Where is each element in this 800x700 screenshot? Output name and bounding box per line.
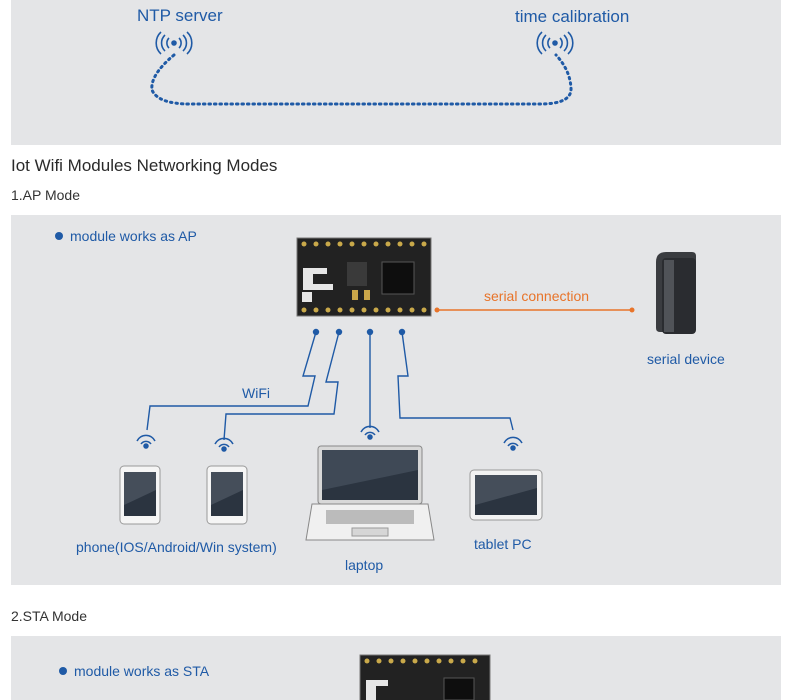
wifi-links bbox=[146, 328, 514, 441]
ntp-dotted-link bbox=[150, 53, 573, 106]
phone-icon-1 bbox=[119, 465, 161, 525]
serial-device-icon bbox=[656, 252, 696, 334]
sta-wifi-module-board bbox=[359, 654, 491, 700]
bullet-dot bbox=[59, 667, 67, 675]
serial-connection-line bbox=[434, 307, 635, 313]
laptop-wifi-icon bbox=[360, 425, 380, 440]
tablet-label: tablet PC bbox=[474, 536, 532, 552]
tablet-wifi-icon bbox=[503, 436, 523, 451]
section-heading: Iot Wifi Modules Networking Modes bbox=[11, 156, 278, 175]
ap-bullet-text: module works as AP bbox=[70, 228, 197, 244]
sta-mode-heading: 2.STA Mode bbox=[11, 608, 88, 624]
ntp-connection-drawing bbox=[150, 31, 574, 106]
laptop-label: laptop bbox=[345, 557, 384, 573]
wifi-module-board bbox=[296, 237, 432, 317]
time-calibration-label: time calibration bbox=[515, 7, 630, 26]
ntp-wifi-signal-icon bbox=[155, 31, 193, 55]
sta-bullet-text: module works as STA bbox=[74, 663, 210, 679]
phone2-wifi-icon bbox=[214, 437, 234, 452]
phone-label: phone(IOS/Android/Win system) bbox=[76, 539, 277, 555]
ap-bullet: module works as AP bbox=[55, 228, 197, 244]
tablet-icon bbox=[469, 469, 543, 521]
ntp-diagram-panel bbox=[11, 0, 781, 145]
serial-device-label: serial device bbox=[647, 351, 725, 367]
sta-bullet: module works as STA bbox=[59, 663, 209, 679]
serial-connection-label: serial connection bbox=[484, 288, 590, 304]
phone-icon-2 bbox=[206, 465, 248, 525]
time-calibration-wifi-signal-icon bbox=[536, 31, 574, 55]
wifi-label: WiFi bbox=[242, 385, 270, 401]
ntp-server-label: NTP server bbox=[137, 6, 223, 25]
phone1-wifi-icon bbox=[136, 434, 156, 449]
bullet-dot bbox=[55, 232, 63, 240]
laptop-icon bbox=[305, 445, 435, 541]
ap-mode-heading: 1.AP Mode bbox=[11, 187, 81, 203]
